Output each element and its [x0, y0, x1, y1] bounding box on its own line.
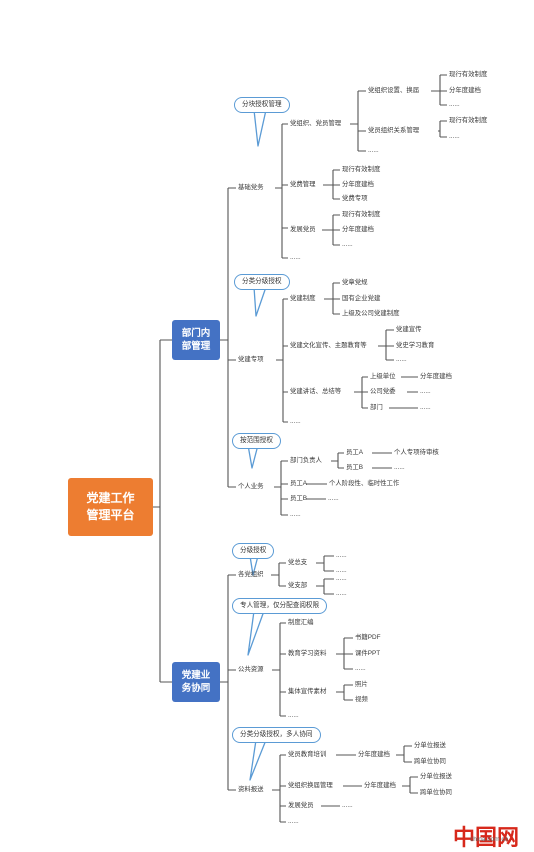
leaf-head-row2-value: ...... — [394, 464, 405, 471]
leaf-training-2: 跨单位协同 — [414, 758, 446, 765]
node-party-system: 党建制度 — [290, 295, 316, 302]
root-title-line2: 管理平台 — [86, 508, 135, 522]
node-party-speech: 党建讲话、总结等 — [290, 388, 342, 395]
leaf-employee-a-value: 个人阶段性、临时性工作 — [329, 480, 400, 487]
node-branch: 党支部 — [288, 582, 308, 589]
root-node: 党建工作管理平台 — [68, 478, 153, 536]
leaf-personal-more: ...... — [290, 511, 301, 518]
node-relation-mgmt: 党员组织关系管理 — [368, 127, 420, 134]
leaf-system-3: 上级及公司党建制度 — [342, 310, 400, 317]
category-node-collab: 党建业务协同 — [172, 662, 220, 702]
leaf-system-1: 党章党规 — [342, 279, 368, 286]
leaf-resources-more: ...... — [288, 712, 299, 719]
node-org-member-mgmt: 党组织、党员管理 — [290, 120, 342, 127]
leaf-speech-row2-label: 公司党委 — [370, 388, 396, 395]
node-employee-b: 员工B — [290, 495, 308, 502]
callout-category-auth: 分类分级授权 — [234, 274, 290, 290]
node-develop-report: 发展党员 — [288, 802, 314, 809]
leaf-fee-2: 分年度建档 — [342, 181, 374, 188]
leaf-election-1: 分单位报送 — [420, 773, 452, 780]
leaf-media-2: 视频 — [355, 696, 368, 703]
leaf-special-more: ...... — [290, 418, 301, 425]
leaf-branch-1: ...... — [336, 575, 347, 582]
leaf-setup-2: 分年度建档 — [449, 87, 481, 94]
leaf-election-2: 跨单位协同 — [420, 789, 452, 796]
leaf-develop-3: ...... — [342, 241, 353, 248]
callout-multi-auth: 分类分级授权，多人协同 — [232, 727, 321, 743]
leaf-fee-3: 党费专项 — [342, 195, 368, 202]
callout-exclusive-auth: 专人管理，仅分配查阅权限 — [232, 598, 328, 614]
node-media-materials: 集体宣传素材 — [288, 688, 327, 695]
leaf-general-1: ...... — [336, 552, 347, 559]
leaf-develop-report-value: ...... — [342, 802, 353, 809]
leaf-setup-3: ...... — [449, 101, 460, 108]
leaf-develop-2: 分年度建档 — [342, 226, 374, 233]
node-personal: 个人业务 — [238, 483, 264, 490]
category-node-dept: 部门内部管理 — [172, 320, 220, 360]
leaf-culture-2: 党史学习教育 — [396, 342, 435, 349]
node-regulation-compile: 制度汇编 — [288, 619, 314, 626]
leaf-culture-3: ...... — [396, 356, 407, 363]
leaf-org-more: ...... — [368, 147, 379, 154]
node-develop-member: 发展党员 — [290, 226, 316, 233]
node-edu-materials: 教育学习资料 — [288, 650, 327, 657]
leaf-relation-2: ...... — [449, 133, 460, 140]
leaf-fee-1: 现行有效制度 — [342, 166, 381, 173]
node-public-resources: 公共资源 — [238, 666, 264, 673]
leaf-develop-1: 现行有效制度 — [342, 211, 381, 218]
leaf-head-row1-label: 员工A — [346, 449, 364, 456]
watermark-site: china.com.cn — [470, 836, 509, 843]
leaf-speech-row2-value: ...... — [420, 388, 431, 395]
node-member-training: 党员教育培训 — [288, 751, 327, 758]
category-collab-line1: 党建业 — [181, 670, 211, 681]
category-dept-line1: 部门内 — [181, 328, 211, 339]
leaf-speech-row1-value: 分年度建档 — [420, 373, 452, 380]
leaf-reports-more: ...... — [288, 818, 299, 825]
node-special: 党建专项 — [238, 356, 264, 363]
root-title-line1: 党建工作 — [86, 491, 135, 505]
watermark-logo: 中国网 — [453, 825, 520, 851]
node-party-culture: 党建文化宣传、主题教育等 — [290, 342, 367, 349]
leaf-setup-1: 现行有效制度 — [449, 71, 488, 78]
callout-block-auth: 分块授权管理 — [234, 97, 290, 113]
node-report-submission: 资料报送 — [238, 786, 264, 793]
leaf-speech-row1-label: 上级单位 — [370, 373, 396, 380]
node-election-mgmt: 党组织换届管理 — [288, 782, 333, 789]
leaf-general-2: ...... — [336, 567, 347, 574]
leaf-head-row1-value: 个人专项待审核 — [394, 449, 439, 456]
leaf-edu-1: 书籍PDF — [355, 634, 381, 641]
leaf-branch-2: ...... — [336, 590, 347, 597]
leaf-culture-1: 党建宣传 — [396, 326, 422, 333]
node-basic-affairs: 基础党务 — [238, 184, 264, 191]
node-training-archive: 分年度建档 — [358, 751, 390, 758]
leaf-employee-b-value: ...... — [328, 495, 339, 502]
category-collab-line2: 务协同 — [181, 683, 211, 694]
leaf-edu-2: 课件PPT — [355, 650, 381, 657]
node-dept-head: 部门负责人 — [290, 457, 322, 464]
leaf-speech-row3-value: ...... — [420, 404, 431, 411]
leaf-basic-more: ...... — [290, 254, 301, 261]
node-org-setup: 党组织设置、换届 — [368, 87, 420, 94]
leaf-edu-3: ...... — [355, 665, 366, 672]
leaf-training-1: 分单位报送 — [414, 742, 446, 749]
leaf-head-row2-label: 员工B — [346, 464, 364, 471]
leaf-media-1: 照片 — [355, 681, 368, 688]
node-election-archive: 分年度建档 — [364, 782, 396, 789]
callout-scope-auth: 按范围授权 — [232, 433, 281, 449]
callout-level-auth: 分级授权 — [232, 543, 275, 559]
node-fee-mgmt: 党费管理 — [290, 181, 316, 188]
leaf-relation-1: 现行有效制度 — [449, 117, 488, 124]
category-dept-line2: 部管理 — [181, 341, 211, 352]
leaf-speech-row3-label: 部门 — [370, 404, 383, 411]
node-general-branch: 党总支 — [288, 559, 308, 566]
leaf-system-2: 国有企业党建 — [342, 295, 381, 302]
node-party-orgs: 各党组织 — [238, 571, 264, 578]
node-employee-a: 员工A — [290, 480, 308, 487]
